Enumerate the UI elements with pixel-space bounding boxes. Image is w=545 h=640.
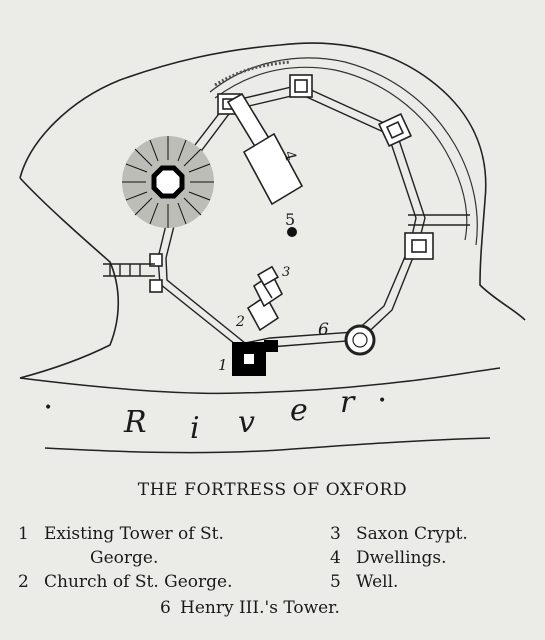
marker-3: 3 (282, 265, 290, 280)
river-dot: • (44, 400, 52, 416)
west-gate-bridge (103, 263, 155, 277)
legend-text: Existing Tower of St. (44, 524, 224, 544)
legend-item-3: 3 Saxon Crypt. (330, 522, 530, 546)
ditch-outer (214, 66, 468, 241)
well-marker (287, 227, 297, 237)
legend-bottom: 6 Henry III.'s Tower. (160, 596, 460, 620)
motte-mound (122, 136, 214, 228)
river-bank-north (19, 367, 501, 395)
mound-outline-west (19, 177, 120, 379)
figure-caption: THE FORTRESS OF OXFORD (137, 480, 408, 500)
marker-2: 2 (235, 314, 245, 330)
legend-item-1: 1 Existing Tower of St. (18, 522, 318, 546)
legend-text: Dwellings. (356, 548, 447, 568)
fortress-plan: • • R i v e r 1 2 3 4 5 6 (19, 42, 526, 454)
existing-tower-st-george (232, 340, 278, 376)
legend-item-2: 2 Church of St. George. (18, 570, 318, 594)
legend-text: Henry III.'s Tower. (180, 598, 340, 618)
legend-item-1-cont: George. (90, 548, 159, 568)
marker-1: 1 (218, 356, 228, 374)
marker-5: 5 (285, 210, 295, 229)
dwellings-building (226, 92, 304, 206)
legend-num: 4 (330, 548, 341, 568)
east-gate (408, 214, 470, 226)
legend-text: Church of St. George. (44, 572, 233, 592)
legend-item-5: 5 Well. (330, 570, 530, 594)
legend-num: 1 (18, 524, 29, 544)
mound-outline (19, 42, 526, 321)
legend-num: 5 (330, 572, 341, 592)
legend-text: Saxon Crypt. (356, 524, 468, 544)
river-letter-e: e (290, 393, 308, 428)
river-letter-r2: r (340, 385, 356, 420)
bank-hatch (214, 60, 291, 87)
river-bank-south (44, 437, 491, 454)
ditch-inner (209, 57, 478, 246)
henry-iii-tower-inner (352, 332, 368, 348)
legend-item-6: 6 Henry III.'s Tower. (160, 596, 460, 620)
legend-num: 6 (160, 598, 171, 618)
legend-text: Well. (356, 572, 399, 592)
river-letter-i: i (190, 411, 200, 446)
church-of-st-george (246, 265, 284, 332)
legend-num: 3 (330, 524, 341, 544)
marker-6: 6 (318, 320, 329, 340)
legend-right: 3 Saxon Crypt. 4 Dwellings. 5 Well. (330, 522, 530, 594)
river-letter-v: v (238, 405, 255, 440)
legend-left: 1 Existing Tower of St. George. 2 Church o… (18, 522, 318, 594)
legend-item-4: 4 Dwellings. (330, 546, 530, 570)
river-dot-2: • (378, 393, 386, 409)
legend-num: 2 (18, 572, 29, 592)
marker-4: 4 (280, 149, 300, 163)
river-letter-r: R (123, 405, 147, 440)
